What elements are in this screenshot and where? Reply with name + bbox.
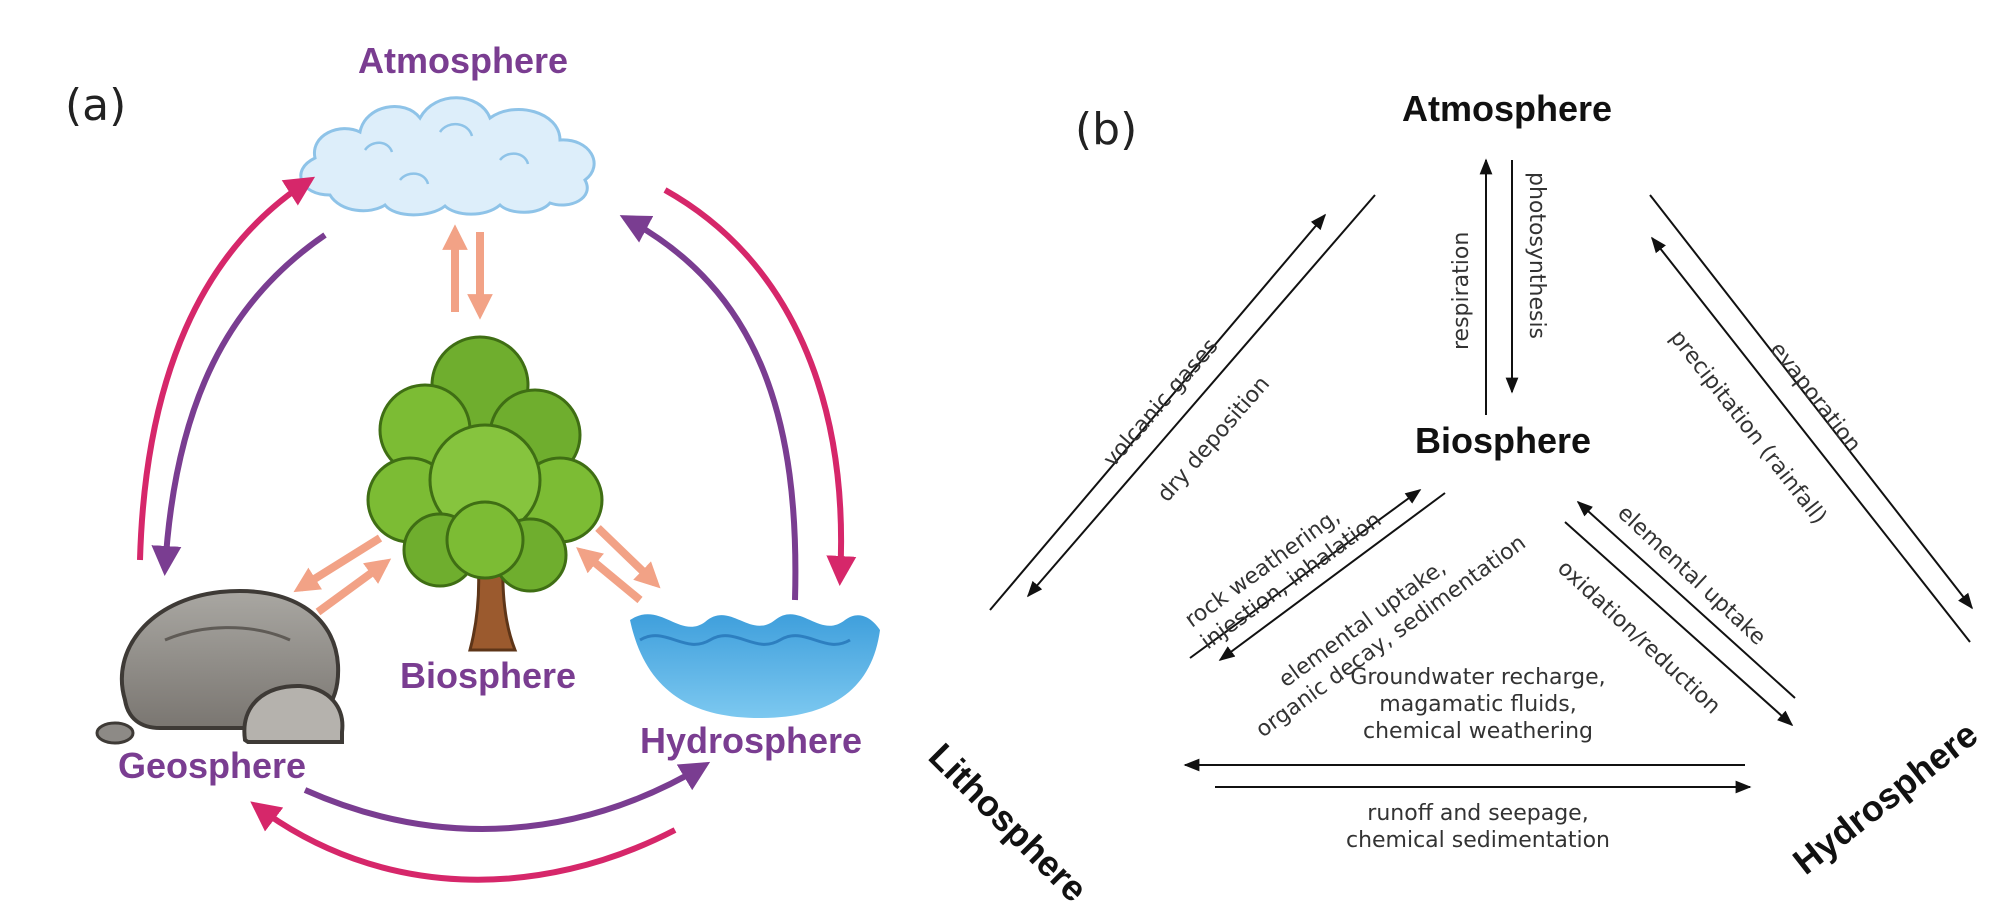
groundwater-line-1: Groundwater recharge, <box>1350 665 1606 690</box>
arrow-geosphere-to-biosphere <box>315 558 392 616</box>
arrow-geosphere-to-atmosphere <box>137 176 316 561</box>
panel-a-tag: (a) <box>65 80 127 131</box>
arrow-atmosphere-to-geosphere <box>151 232 327 576</box>
arrow-volcanic-gases <box>989 213 1327 611</box>
arrow-rock-weathering <box>1189 489 1422 659</box>
arrow-elemental-uptake-lithosphere <box>1218 492 1446 661</box>
panel-b-tag: (b) <box>1075 104 1138 155</box>
respiration-label: respiration <box>1449 231 1474 350</box>
arrow-biosphere-to-geosphere <box>293 534 383 593</box>
tree-icon <box>366 335 604 652</box>
panel-a: (a) Atmosphere Biosphere Geosphere Hydro… <box>0 0 900 916</box>
arrow-elemental-uptake-hydrosphere <box>1576 500 1796 699</box>
runoff-line-1: runoff and seepage, <box>1367 801 1589 826</box>
arrow-hydrosphere-to-atmosphere <box>619 215 799 601</box>
groundwater-line-2: magamatic fluids, <box>1379 692 1577 717</box>
arrow-hydrosphere-to-geosphere <box>250 801 677 883</box>
arrow-evaporation <box>1651 236 1971 643</box>
arrow-geosphere-to-hydrosphere <box>303 761 711 832</box>
arrow-hydrosphere-to-biosphere <box>576 547 643 604</box>
atmosphere-label: Atmosphere <box>358 40 569 81</box>
arrow-oxidation-reduction <box>1564 521 1794 727</box>
runoff-line-2: chemical sedimentation <box>1345 828 1611 853</box>
water-icon <box>630 614 880 718</box>
arrow-precipitation <box>1649 194 1973 610</box>
groundwater-label: Groundwater recharge, magamatic fluids, … <box>1318 664 1638 745</box>
geosphere-label: Geosphere <box>118 745 307 786</box>
panel-b-arrows <box>989 158 1973 794</box>
b-biosphere-label: Biosphere <box>1415 420 1592 461</box>
runoff-label: runoff and seepage, chemical sedimentati… <box>1318 800 1638 854</box>
arrow-biosphere-to-hydrosphere <box>595 525 661 589</box>
panel-a-artwork <box>95 96 880 883</box>
cloud-icon <box>299 96 596 217</box>
arrow-dry-deposition <box>1026 194 1376 598</box>
hydrosphere-label: Hydrosphere <box>640 720 863 761</box>
rock-icon <box>95 589 345 745</box>
b-atmosphere-label: Atmosphere <box>1402 88 1613 129</box>
groundwater-line-3: chemical weathering <box>1363 719 1593 744</box>
biosphere-label: Biosphere <box>400 655 577 696</box>
arrow-atmosphere-to-hydrosphere <box>663 187 857 586</box>
photosynthesis-label: photosynthesis <box>1524 172 1549 340</box>
panel-b: (b) Atmosphere Biosphere Lithosphere Hyd… <box>900 0 2000 916</box>
